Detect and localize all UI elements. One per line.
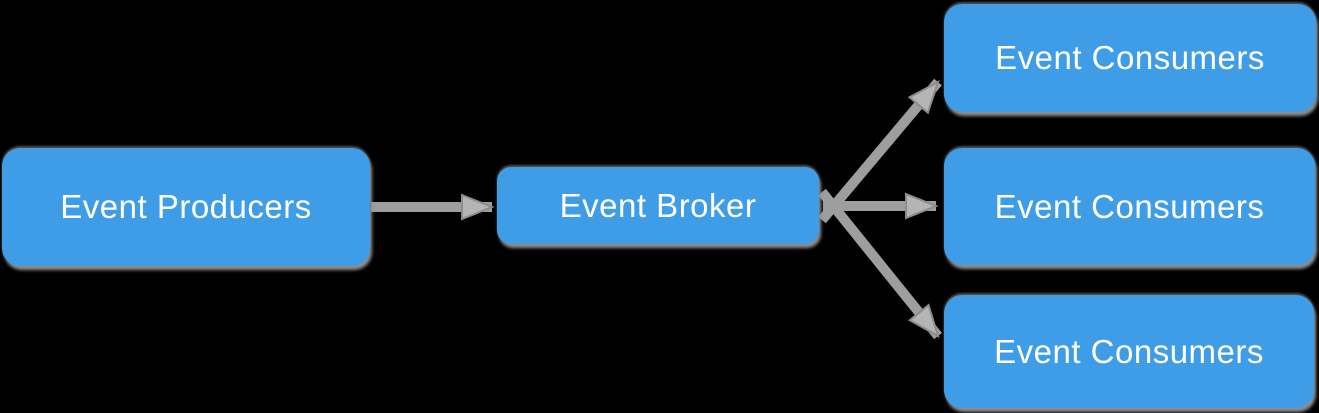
arrow-broker-to-consumers-3 [818, 188, 942, 340]
node-event-producers: Event Producers [2, 148, 370, 266]
node-event-broker: Event Broker [497, 167, 819, 244]
node-event-consumers-2: Event Consumers [944, 148, 1315, 265]
node-event-consumers-3-label: Event Consumers [994, 332, 1264, 370]
node-event-consumers-1: Event Consumers [944, 4, 1316, 112]
node-event-consumers-2-label: Event Consumers [994, 187, 1265, 225]
arrow-broker-to-consumers-1 [818, 78, 942, 224]
node-event-producers-label: Event Producers [60, 188, 312, 225]
node-event-consumers-3: Event Consumers [944, 295, 1314, 408]
node-event-broker-label: Event Broker [559, 186, 757, 224]
node-event-consumers-1-label: Event Consumers [995, 39, 1265, 76]
